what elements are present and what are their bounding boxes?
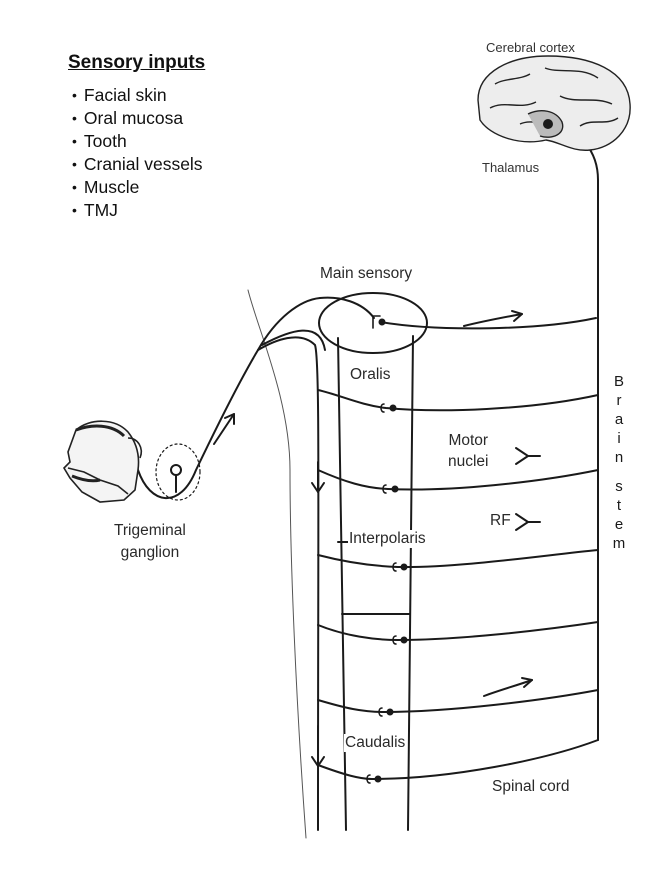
brain-stem-letter: e [610, 515, 628, 534]
ganglion-cell [171, 465, 181, 475]
brain-stem-letter: m [610, 534, 628, 553]
brain-stem-letter: B [610, 372, 628, 391]
brain-stem-letter: r [610, 391, 628, 410]
fiber-interpolaris [318, 550, 598, 567]
list-item: Muscle [72, 176, 203, 199]
trigeminal-root [138, 298, 320, 498]
ganglion-outline [156, 444, 200, 500]
list-item: Tooth [72, 130, 203, 153]
rf-label: RF [490, 512, 511, 530]
oralis-label: Oralis [350, 366, 390, 384]
nucleus-column-left [338, 338, 346, 830]
cerebral-cortex-label: Cerebral cortex [486, 40, 575, 55]
list-item: Oral mucosa [72, 107, 203, 130]
fiber-oralis [318, 390, 598, 410]
rf-branch [516, 514, 540, 530]
fiber-oralis-2 [318, 470, 598, 490]
motor-nuclei-branch [516, 448, 540, 464]
brain-stem-letter: a [610, 410, 628, 429]
list-item: Facial skin [72, 84, 203, 107]
list-item: Cranial vessels [72, 153, 203, 176]
caudalis-label: Caudalis [344, 734, 406, 752]
brain-illustration [478, 56, 630, 150]
brain-stem-letter: t [610, 496, 628, 515]
brain-stem-letter: i [610, 429, 628, 448]
spinal-cord-label: Spinal cord [492, 778, 570, 796]
descending-tract-1 [258, 337, 318, 830]
interpolaris-label: Interpolaris [348, 530, 427, 548]
sensory-inputs-title: Sensory inputs [68, 52, 205, 74]
brain-stem-letter: s [610, 477, 628, 496]
fiber-caudalis [318, 690, 598, 712]
sensory-inputs-list: Facial skin Oral mucosa Tooth Cranial ve… [72, 84, 203, 222]
brain-stem-letter: n [610, 448, 628, 467]
list-item: TMJ [72, 199, 203, 222]
thalamus-label: Thalamus [482, 160, 539, 175]
fiber-interpolaris-2 [318, 622, 598, 640]
main-sensory-label: Main sensory [320, 265, 412, 283]
head-illustration [64, 421, 141, 502]
ascending-tract [552, 120, 598, 740]
brainstem-boundary [248, 290, 306, 838]
